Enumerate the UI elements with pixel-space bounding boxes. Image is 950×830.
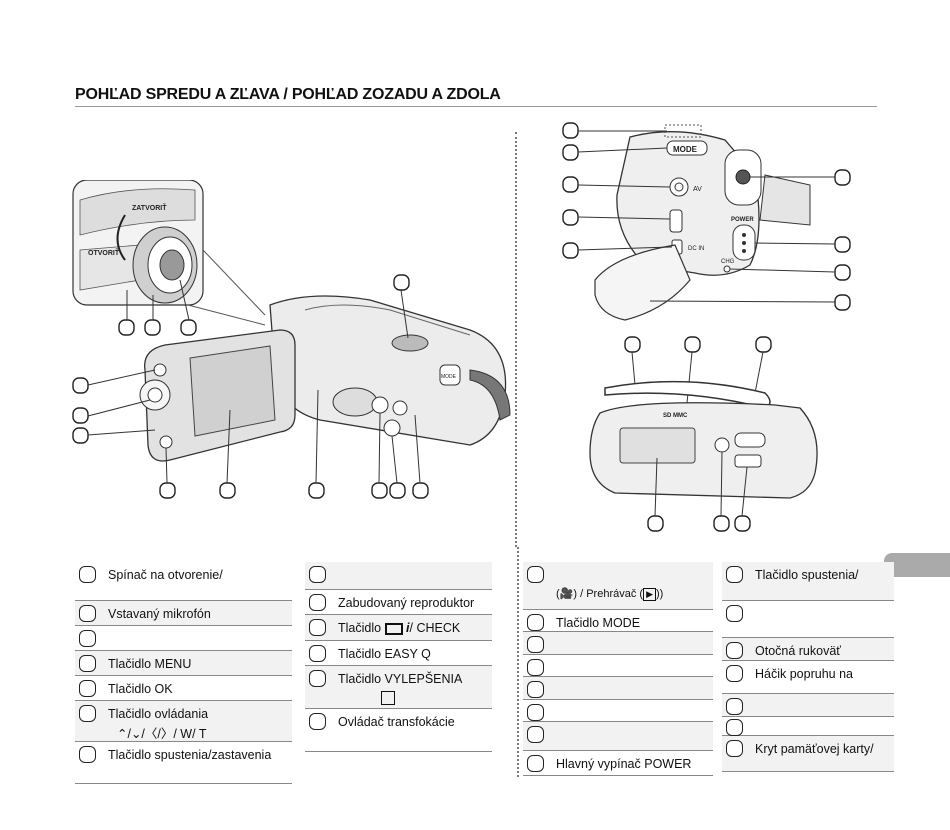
table-row xyxy=(722,601,894,638)
section-tab xyxy=(884,553,950,577)
table-row xyxy=(75,626,292,651)
table-row xyxy=(523,677,713,700)
hand-strap xyxy=(604,380,771,409)
callout-marker xyxy=(389,482,406,499)
column-separator xyxy=(515,132,517,547)
callout-marker xyxy=(371,482,388,499)
callout-marker xyxy=(562,122,579,139)
camcorder-icon: 🎥 xyxy=(559,588,574,600)
table-row xyxy=(722,694,894,717)
callout-marker xyxy=(159,482,176,499)
callout-marker xyxy=(219,482,236,499)
callout-marker xyxy=(834,236,851,253)
title-rule xyxy=(75,106,877,107)
callout-marker xyxy=(562,176,579,193)
dcin-label: DC IN xyxy=(688,246,704,252)
table-row xyxy=(722,717,894,736)
parts-table-left: Spínač na otvorenie/ Vstavaný mikrofón T… xyxy=(75,562,292,784)
chg-label: CHG xyxy=(721,259,735,265)
table-row: Zabudovaný reproduktor xyxy=(305,590,492,615)
open-label: OTVORIŤ xyxy=(88,248,120,257)
mode-label: MODE xyxy=(673,145,698,154)
table-row: Vstavaný mikrofón xyxy=(75,601,292,626)
table-row: Spínač na otvorenie/ xyxy=(75,562,292,601)
page-title: POHĽAD SPREDU A ZĽAVA / POHĽAD ZOZADU A … xyxy=(75,86,501,103)
table-row: Tlačidlo spustenia/zastavenia xyxy=(75,742,292,784)
table-row: Tlačidlo VYLEPŠENIA xyxy=(305,666,492,709)
callout-marker xyxy=(624,336,641,353)
table-row: Tlačidlo OK xyxy=(75,676,292,701)
callout-marker xyxy=(72,407,89,424)
callout-marker xyxy=(308,482,325,499)
table-row: Tlačidlo EASY Q xyxy=(305,641,492,666)
table-row: Tlačidlo MODE xyxy=(523,610,713,632)
callout-marker xyxy=(713,515,730,532)
callout-marker xyxy=(118,319,135,336)
column-separator xyxy=(517,547,519,777)
back-body xyxy=(616,131,760,276)
back-view-diagram: MODE AV DC IN POWER CHG xyxy=(562,122,851,321)
display-icon xyxy=(384,622,403,635)
callout-marker xyxy=(72,377,89,394)
table-row xyxy=(523,700,713,722)
table-row xyxy=(305,562,492,590)
callout-marker xyxy=(647,515,664,532)
sdmmc-label: SD MMC xyxy=(663,413,688,419)
bottom-body xyxy=(589,402,818,499)
table-row: Tlačidlo i/ CHECK xyxy=(305,615,492,641)
callout-marker xyxy=(562,144,579,161)
callout-marker xyxy=(734,515,751,532)
bottom-view-diagram: SD MMC xyxy=(589,336,818,532)
table-row: Tlačidlo MENU xyxy=(75,651,292,676)
table-row: Ovládač transfokácie xyxy=(305,709,492,752)
table-row xyxy=(523,632,713,655)
callout-marker xyxy=(684,336,701,353)
power-label: POWER xyxy=(731,217,754,223)
av-label: AV xyxy=(693,186,702,193)
callout-marker xyxy=(562,242,579,259)
table-row: Kryt pamäťovej karty/ xyxy=(722,736,894,772)
enhance-icon xyxy=(381,691,395,705)
front-view-diagram: ZATVORIŤ OTVORIŤ MODE xyxy=(72,180,511,499)
callout-marker xyxy=(412,482,429,499)
table-row: Háčik popruhu na xyxy=(722,661,894,694)
callout-marker xyxy=(834,169,851,186)
callout-marker xyxy=(755,336,772,353)
callout-marker xyxy=(393,274,410,291)
table-row: (🎥) / Prehrávač (▶)) xyxy=(523,562,713,610)
callout-marker xyxy=(834,264,851,281)
parts-table-right-a: (🎥) / Prehrávač (▶)) Tlačidlo MODE Hlavn… xyxy=(523,562,713,776)
table-row: Tlačidlo ovládania⌃/⌄/〈/〉/ W/ T xyxy=(75,701,292,742)
parts-table-middle: Zabudovaný reproduktor Tlačidlo i/ CHECK… xyxy=(305,562,492,752)
front-mode-label: MODE xyxy=(441,374,457,380)
callout-marker xyxy=(72,427,89,444)
close-label: ZATVORIŤ xyxy=(132,203,167,212)
table-row: Otočná rukoväť xyxy=(722,638,894,661)
battery-cover xyxy=(594,244,691,321)
callout-marker xyxy=(562,209,579,226)
table-row xyxy=(523,722,713,751)
callout-marker xyxy=(180,319,197,336)
callout-marker xyxy=(834,294,851,311)
info-icon: i xyxy=(406,621,410,635)
parts-table-right-b: Tlačidlo spustenia/ Otočná rukoväť Háčik… xyxy=(722,562,894,772)
table-row: Tlačidlo spustenia/ xyxy=(722,562,894,601)
callout-marker xyxy=(144,319,161,336)
play-icon: ▶ xyxy=(643,588,656,601)
table-row: Hlavný vypínač POWER xyxy=(523,751,713,776)
table-row xyxy=(523,655,713,677)
